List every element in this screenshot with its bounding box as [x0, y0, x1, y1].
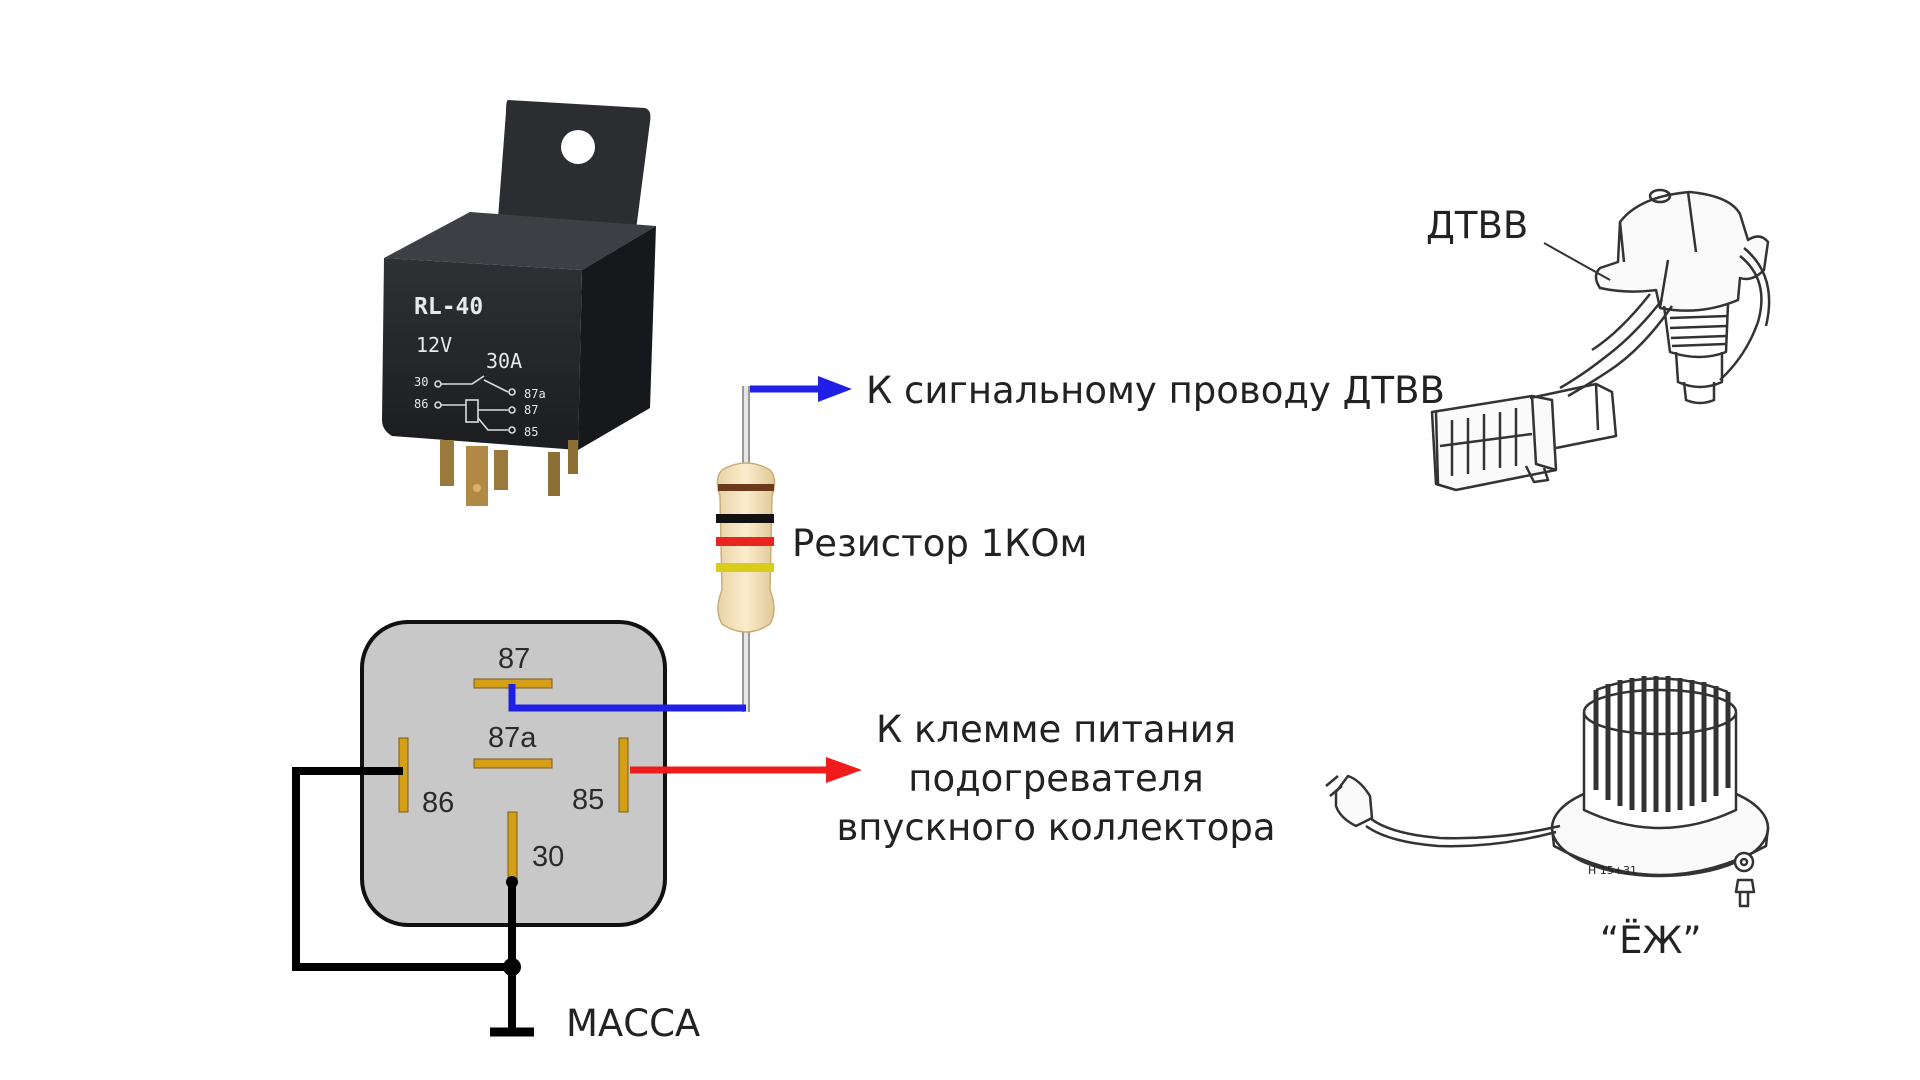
pin-85-label: 85 [572, 784, 604, 816]
sensor-leader-line [1543, 242, 1611, 281]
relay-terminal [548, 452, 560, 496]
ground-junction [503, 958, 521, 976]
heater-drawing [1325, 676, 1770, 908]
power-wire-arrow [826, 757, 862, 783]
relay-photo: RL-40 12V 30A 30 86 87a 87 85 [382, 100, 656, 506]
pin-86-label: 86 [422, 787, 454, 819]
signal-wire-label: К сигнальному проводу ДТВВ [866, 369, 1445, 412]
relay-terminal [568, 440, 578, 474]
heater-terminal-label-line1: К клемме питания [876, 708, 1236, 751]
relay-front-face [382, 258, 582, 450]
relay-terminal [440, 440, 454, 486]
relay-voltage-text: 12V [416, 333, 452, 357]
heater-terminal-label-line3: впускного коллектора [837, 806, 1276, 849]
relay-terminal [494, 450, 508, 490]
svg-text:87: 87 [524, 403, 538, 417]
relay-schematic: 87 87a 86 85 30 [360, 620, 667, 927]
relay-current-text: 30A [486, 349, 522, 373]
pin-30 [507, 811, 518, 883]
resistor [716, 462, 776, 633]
ground-wire [292, 767, 534, 1037]
svg-text:85: 85 [524, 425, 538, 439]
pin-87-label: 87 [498, 643, 530, 675]
svg-text:86: 86 [414, 397, 428, 411]
pin-87a-label: 87a [488, 722, 537, 754]
heater-label: “ЁЖ” [1600, 919, 1702, 962]
relay-circuit-symbol [434, 375, 516, 434]
heater-terminal-label-line2: подогревателя [908, 757, 1203, 800]
resistor-band-red [716, 537, 774, 546]
pin-87a [473, 758, 553, 769]
resistor-band-yellow [716, 563, 774, 572]
ground-label: МАССА [566, 1002, 700, 1045]
relay-mount-hole [561, 130, 595, 164]
resistor-label: Резистор 1КОм [792, 522, 1087, 565]
pin-30-label: 30 [532, 841, 564, 873]
signal-wire-arrow [818, 376, 852, 402]
resistor-band-brown [718, 484, 774, 491]
relay-bracket [498, 100, 651, 230]
pin-30-contact [506, 876, 518, 888]
sensor-label: ДТВВ [1426, 204, 1528, 247]
relay-terminal [466, 446, 488, 506]
power-wire [630, 757, 862, 783]
sensor-drawing [1430, 188, 1771, 492]
svg-text:30: 30 [414, 375, 428, 389]
resistor-band-black [716, 514, 774, 523]
heater-part-number: H 15+31 [1588, 864, 1637, 877]
signal-wire [508, 385, 822, 712]
relay-model-text: RL-40 [414, 294, 483, 320]
svg-text:87a: 87a [524, 387, 546, 401]
relay-pin-labels: 30 86 87a 87 85 [414, 375, 546, 439]
pin-85 [618, 737, 629, 813]
